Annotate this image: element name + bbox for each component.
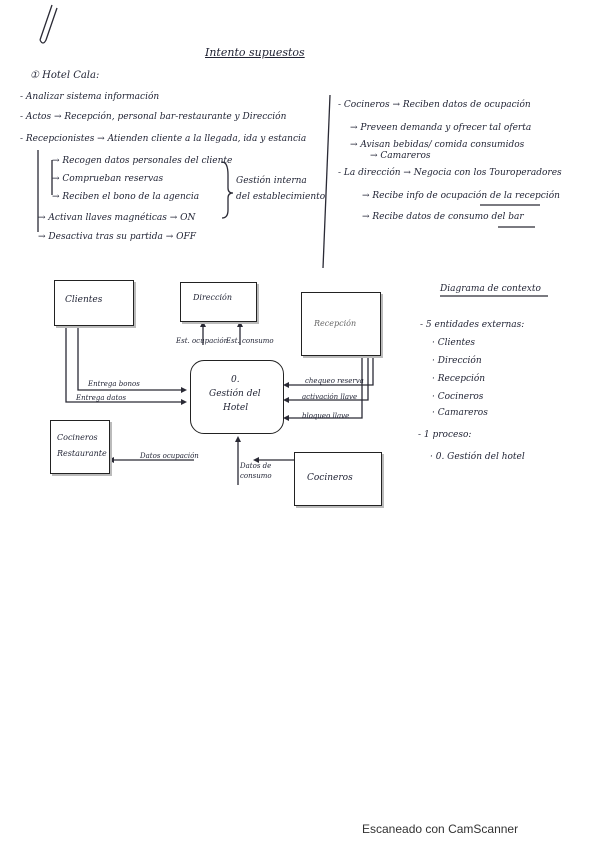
note-line: → Activan llaves magnéticas → ON xyxy=(38,213,196,223)
paperclip-icon xyxy=(39,4,58,44)
flow-label: Datos de xyxy=(240,462,272,470)
flow-label: consumo xyxy=(240,472,272,480)
process-label: 0. xyxy=(231,375,240,385)
context-heading: Diagrama de contexto xyxy=(440,284,541,294)
entity-recepcion: Recepción xyxy=(301,292,381,356)
section-heading: ① Hotel Cala: xyxy=(30,70,100,81)
entity-direccion: Dirección xyxy=(180,282,257,322)
entity-label: Recepción xyxy=(314,319,357,328)
note-line: → Desactiva tras su partida → OFF xyxy=(38,232,196,242)
process-label: Hotel xyxy=(223,403,249,413)
brace-label: del establecimiento xyxy=(236,192,326,202)
flow-label: Datos ocupación xyxy=(140,452,199,460)
note-line: - Actos → Recepción, personal bar-restau… xyxy=(20,112,287,122)
flow-label: Entrega datos xyxy=(76,394,127,402)
flow-label: bloqueo llave xyxy=(302,412,350,420)
flow-label: Entrega bonos xyxy=(88,380,140,388)
scanner-watermark: Escaneado con CamScanner xyxy=(362,822,519,836)
flow-label: Est. ocupación xyxy=(176,337,229,345)
note-line: - Analizar sistema información xyxy=(20,92,160,102)
note-line: → Recibe info de ocupación de la recepci… xyxy=(362,191,560,201)
entity-label: Cocineros xyxy=(307,473,353,483)
process-label: Gestión del xyxy=(209,389,261,399)
context-item: · Clientes xyxy=(432,338,476,348)
note-line: → Reciben el bono de la agencia xyxy=(52,192,200,202)
context-item: · Recepción xyxy=(432,374,486,384)
entity-label: Dirección xyxy=(193,293,233,302)
note-line: → Comprueban reservas xyxy=(52,174,164,184)
note-line: → Camareros xyxy=(370,151,431,161)
entity-label: Cocineros xyxy=(57,433,98,442)
note-line: - Recepcionistes → Atienden cliente a la… xyxy=(20,134,307,144)
flow-label: Est. consumo xyxy=(226,337,274,345)
flow-label: chequeo reserva xyxy=(305,377,364,385)
note-line: → Avisan bebidas/ comida consumidos xyxy=(350,140,525,150)
context-item: · Cocineros xyxy=(432,392,484,402)
note-line: → Preveen demanda y ofrecer tal oferta xyxy=(350,123,532,133)
note-line: → Recibe datos de consumo del bar xyxy=(362,212,524,222)
flow-label: activación llave xyxy=(302,393,358,401)
entity-label: Clientes xyxy=(65,295,103,305)
entity-clientes: Clientes xyxy=(54,280,134,326)
page-title: Intento supuestos xyxy=(205,46,305,59)
context-item: · 0. Gestión del hotel xyxy=(430,452,525,462)
context-item: - 5 entidades externas: xyxy=(420,320,525,330)
brace-label: Gestión interna xyxy=(236,176,307,186)
entity-label: Restaurante xyxy=(57,449,107,458)
process-gestion-hotel: 0. Gestión del Hotel xyxy=(190,360,284,434)
context-item: · Dirección xyxy=(432,356,482,366)
note-line: → Recogen datos personales del cliente xyxy=(52,156,233,166)
note-line: - La dirección → Negocia con los Tourope… xyxy=(338,168,562,178)
context-item: · Camareros xyxy=(432,408,488,418)
entity-cocineros: Cocineros xyxy=(294,452,382,506)
context-item: - 1 proceso: xyxy=(418,430,472,440)
entity-cocineros-restaurante: Cocineros Restaurante xyxy=(50,420,110,474)
note-line: - Cocineros → Reciben datos de ocupación xyxy=(338,100,531,110)
